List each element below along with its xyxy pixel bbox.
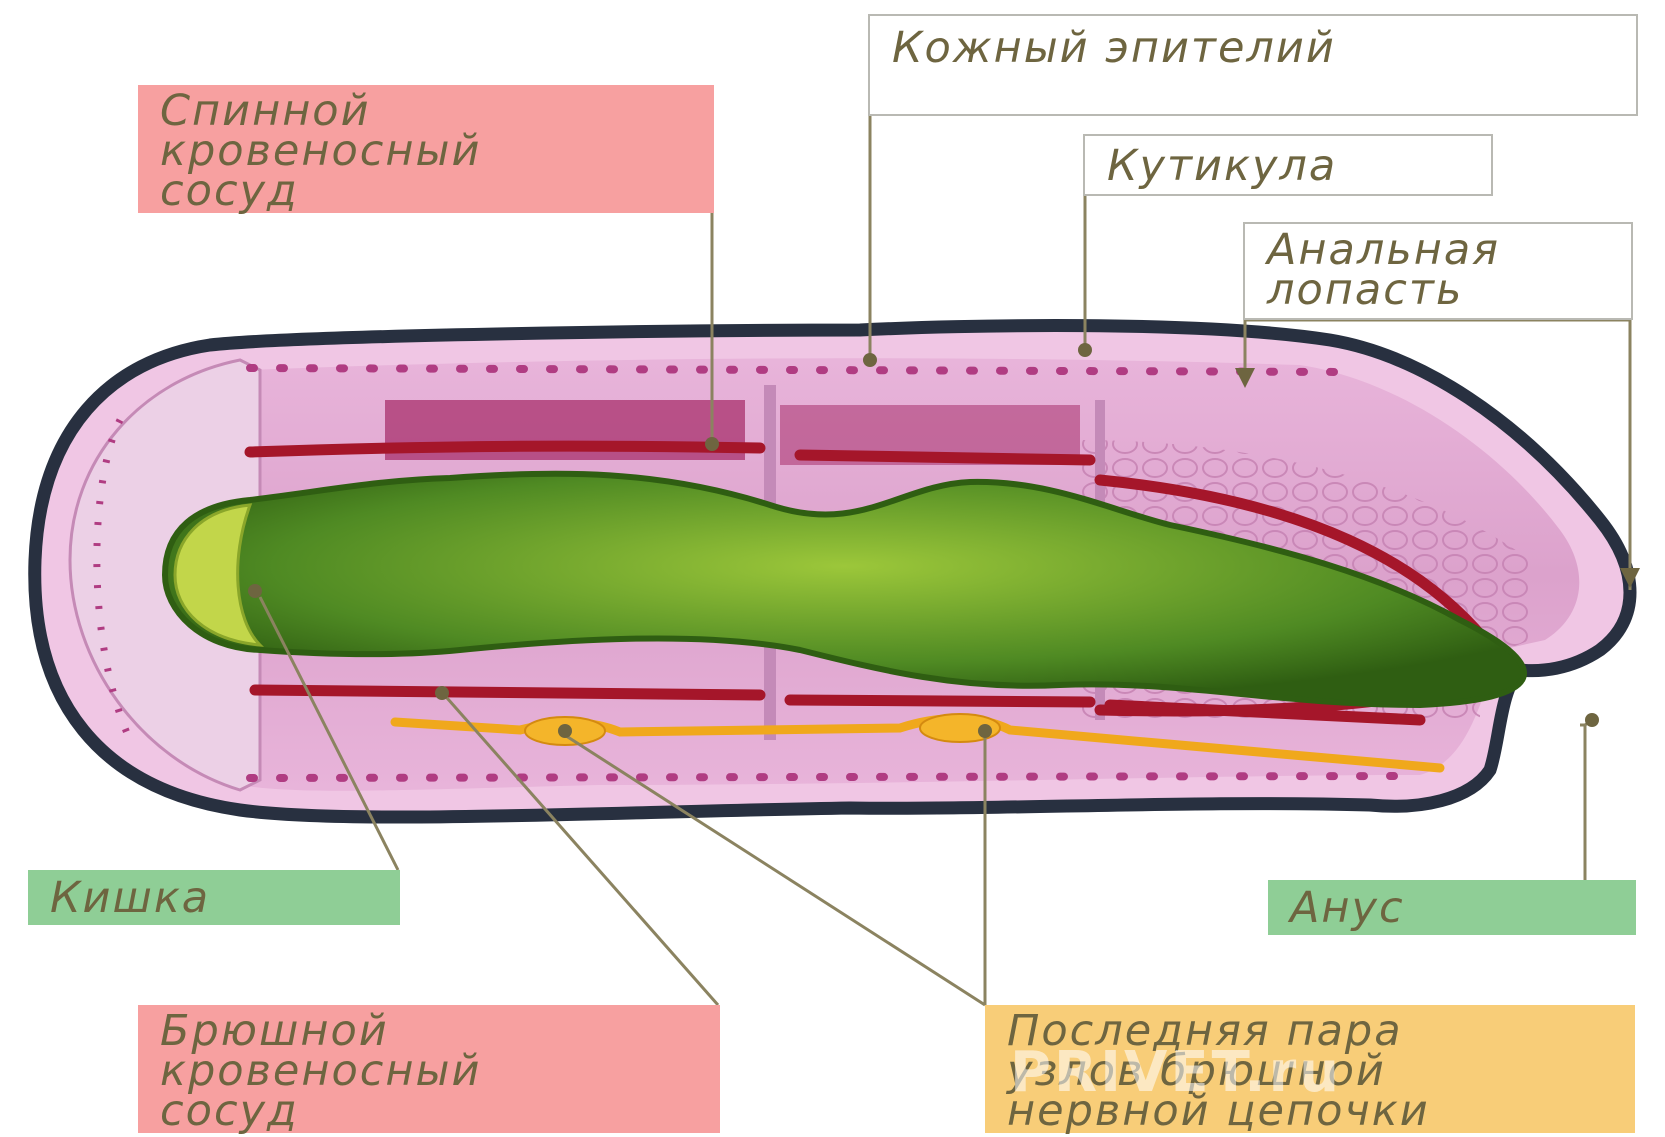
label-anal-lobe: Анальная лопасть [1243,222,1633,320]
label-skin-epithelium: Кожный эпителий [868,14,1638,116]
label-dorsal-vessel: Спинной кровеносный сосуд [138,85,714,213]
leader-anus [1580,720,1592,880]
label-anus: Анус [1268,880,1636,935]
label-intestine: Кишка [28,870,400,925]
watermark: PRIVET.ru [1010,1040,1342,1105]
label-ventral-vessel: Брюшной кровеносный сосуд [138,1005,720,1133]
label-cuticle: Кутикула [1083,134,1493,196]
